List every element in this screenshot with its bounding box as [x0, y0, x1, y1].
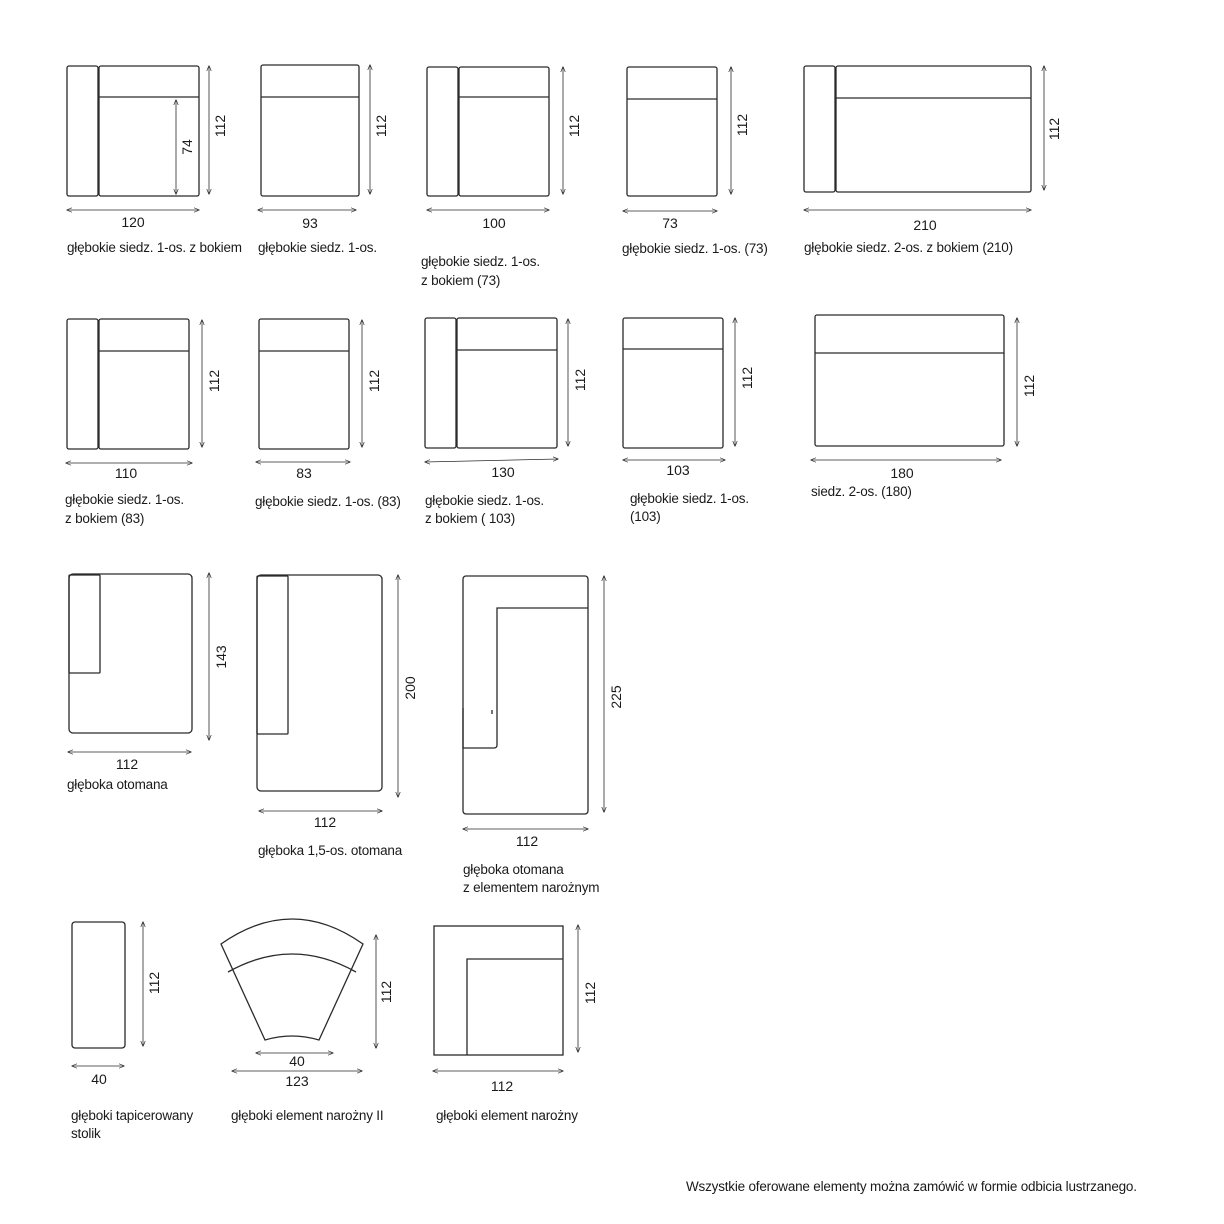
module-10-depth: 112: [1021, 375, 1037, 398]
module-14-depth: 112: [146, 972, 162, 995]
module-9-caption-line-1: głębokie siedz. 1-os.: [630, 491, 749, 506]
module-14-width: 40: [91, 1071, 107, 1087]
module-6-outline: [66, 318, 190, 450]
module-12: 200 112 głęboka 1,5-os. otomana: [256, 574, 418, 858]
module-13: 225 112 głęboka otomana z elementem naro…: [462, 575, 624, 895]
module-8: 112 130 głębokie siedz. 1-os. z bokiem (…: [424, 317, 588, 526]
module-14: 112 40 głęboki tapicerowany stolik: [71, 921, 194, 1141]
module-5-depth: 112: [1046, 118, 1062, 141]
module-5-caption: głębokie siedz. 2-os. z bokiem (210): [804, 240, 1013, 255]
module-3-caption-line-2: z bokiem (73): [421, 273, 500, 288]
module-3: 112 100 głębokie siedz. 1-os. z bokiem (…: [421, 66, 582, 288]
module-6-depth: 112: [206, 370, 222, 393]
module-12-width: 112: [314, 814, 337, 830]
module-13-width: 112: [516, 833, 539, 849]
module-7-caption: głębokie siedz. 1-os. (83): [255, 494, 401, 509]
module-7-outline: [258, 318, 350, 450]
module-13-caption-line-2: z elementem narożnym: [463, 880, 599, 895]
module-10-outline: [814, 314, 1005, 447]
module-2-caption: głębokie siedz. 1-os.: [258, 240, 377, 255]
module-11-width: 112: [116, 756, 139, 772]
module-1: 74 112 120 głębokie siedz. 1-os. z bokie…: [66, 65, 242, 255]
module-2: 112 93 głębokie siedz. 1-os.: [258, 64, 389, 255]
module-9: 112 103 głębokie siedz. 1-os. (103): [622, 317, 755, 524]
module-4-width: 73: [662, 215, 678, 231]
mirror-order-footnote: Wszystkie oferowane elementy można zamów…: [686, 1179, 1137, 1194]
module-7: 112 83 głębokie siedz. 1-os. (83): [255, 318, 401, 509]
module-15-outline: [220, 918, 364, 1041]
module-15: 112 40 123 głęboki element narożny II: [220, 918, 394, 1123]
module-8-caption-line-2: z bokiem ( 103): [425, 511, 515, 526]
module-1-outline: [66, 65, 200, 197]
module-14-caption-line-1: głęboki tapicerowany: [71, 1108, 194, 1123]
module-6: 112 110 głębokie siedz. 1-os. z bokiem (…: [65, 318, 222, 526]
module-11: 143 112 głęboka otomana: [67, 573, 229, 792]
module-8-depth: 112: [572, 369, 588, 392]
module-13-depth: 225: [608, 685, 624, 709]
module-8-width-dim-line: [425, 459, 558, 462]
module-16-width: 112: [491, 1078, 514, 1094]
module-9-outline: [622, 317, 724, 449]
module-6-caption-line-2: z bokiem (83): [65, 511, 144, 526]
module-16: 112 112 głęboki element narożny: [433, 925, 598, 1123]
module-14-caption-line-2: stolik: [71, 1126, 101, 1141]
module-11-depth: 143: [213, 645, 229, 669]
module-7-depth: 112: [366, 370, 382, 393]
module-9-caption-line-2: (103): [630, 509, 661, 524]
module-3-outline: [426, 66, 550, 197]
module-15-width: 123: [285, 1073, 309, 1089]
module-6-caption-line-1: głębokie siedz. 1-os.: [65, 492, 184, 507]
module-15-caption: głęboki element narożny II: [231, 1108, 383, 1123]
module-12-caption: głęboka 1,5-os. otomana: [258, 843, 403, 858]
module-11-caption: głęboka otomana: [67, 777, 168, 792]
module-14-outline: [71, 921, 126, 1049]
module-4-caption: głębokie siedz. 1-os. (73): [622, 241, 768, 256]
module-4-depth: 112: [734, 114, 750, 137]
module-1-width: 120: [121, 214, 145, 230]
module-2-outline: [260, 64, 360, 197]
module-2-depth: 112: [373, 115, 389, 138]
module-6-width: 110: [115, 465, 138, 481]
module-4: 112 73 głębokie siedz. 1-os. (73): [622, 66, 768, 256]
module-11-outline: [68, 573, 193, 734]
module-5: 112 210 głębokie siedz. 2-os. z bokiem (…: [803, 65, 1062, 255]
module-3-width: 100: [482, 215, 506, 231]
module-10: 112 180 siedz. 2-os. (180): [811, 314, 1037, 499]
module-4-outline: [626, 66, 718, 197]
module-2-width: 93: [302, 215, 318, 231]
module-10-caption: siedz. 2-os. (180): [811, 484, 912, 499]
module-3-caption-line-1: głębokie siedz. 1-os.: [421, 254, 540, 269]
module-13-outline: [462, 575, 589, 815]
module-12-outline: [256, 574, 383, 792]
module-16-depth: 112: [582, 982, 598, 1005]
module-15-depth: 112: [378, 981, 394, 1004]
module-8-caption-line-1: głębokie siedz. 1-os.: [425, 493, 544, 508]
module-5-outline: [803, 65, 1032, 193]
module-13-caption-line-1: głęboka otomana: [463, 862, 564, 877]
module-10-width: 180: [890, 465, 914, 481]
module-8-width: 130: [491, 464, 515, 480]
module-12-depth: 200: [402, 676, 418, 700]
module-5-width: 210: [913, 217, 937, 233]
module-7-width: 83: [296, 465, 312, 481]
module-1-inner-depth: 74: [179, 139, 195, 155]
module-1-caption: głębokie siedz. 1-os. z bokiem: [67, 240, 242, 255]
module-1-depth: 112: [212, 115, 228, 138]
module-9-width: 103: [666, 462, 690, 478]
module-3-depth: 112: [566, 115, 582, 138]
module-9-depth: 112: [739, 367, 755, 390]
module-8-outline: [424, 317, 558, 449]
module-16-caption: głęboki element narożny: [436, 1108, 578, 1123]
module-16-outline: [433, 925, 564, 1056]
module-15-inner-width: 40: [289, 1053, 305, 1069]
